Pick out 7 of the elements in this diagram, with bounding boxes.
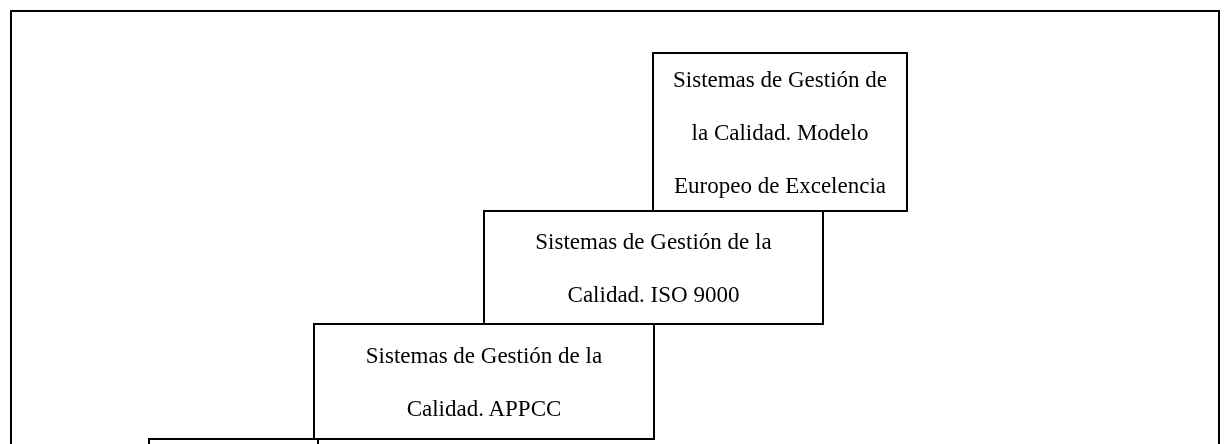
empty-box — [148, 438, 319, 444]
step-text: Sistemas de Gestión de la Calidad. Modelo Europeo de Excelencia — [672, 65, 888, 200]
step-box — [483, 210, 824, 325]
step-text: Sistemas de Gestión de la Calidad. APPCC — [364, 341, 604, 423]
step-box — [652, 52, 908, 212]
step-box — [313, 323, 655, 440]
step-text: Sistemas de Gestión de la Calidad. ISO 9000 — [534, 227, 773, 309]
